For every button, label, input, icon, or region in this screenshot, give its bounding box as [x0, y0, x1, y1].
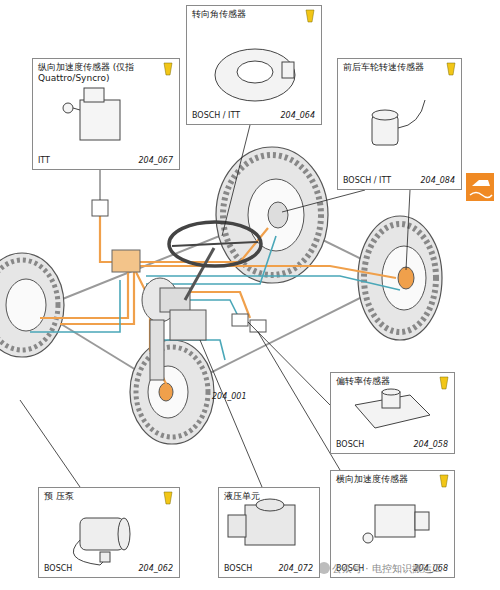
figure-code: 204_067	[138, 156, 173, 166]
teal-wiring	[30, 236, 400, 360]
brake-booster	[142, 278, 206, 380]
sensor-callout-box: 预 压泵 BOSCH 204_062	[38, 487, 180, 578]
long-accel-sensor	[92, 200, 108, 216]
figure-code: 204_001	[212, 392, 247, 401]
sensor-callout-box: 前后车轮转速传感器 BOSCH / ITT 204_084	[337, 58, 462, 190]
wheel	[130, 340, 214, 444]
maker-name: BOSCH / ITT	[343, 176, 391, 186]
steering-wheel	[169, 222, 261, 300]
maker-name: BOSCH	[44, 564, 72, 574]
wheel	[0, 253, 64, 357]
figure-code: 204_058	[413, 440, 448, 450]
maker-name: BOSCH	[336, 440, 364, 450]
maker-name: BOSCH	[224, 564, 252, 574]
sensor-name: 液压单元	[224, 491, 260, 502]
sensor-callout-box: 横向加速度传感器BOSCH204_068	[330, 470, 455, 578]
figure-code: 204_084	[420, 176, 455, 186]
maker-name: ITT	[38, 156, 50, 166]
chassis-frame	[30, 215, 400, 392]
control-unit	[112, 250, 140, 272]
figure-code: 204_064	[280, 111, 315, 121]
sensor-callout-box: 液压单元 BOSCH 204_072	[218, 487, 320, 578]
watermark: 公众号 · 电控知识搬运工	[332, 562, 442, 576]
orange-wiring	[40, 215, 396, 388]
esp-icon	[466, 173, 494, 201]
sensor-name: 前后车轮转速传感器	[343, 62, 424, 73]
sensor-callout-box: 转向角传感器 BOSCH / ITT 204_064	[186, 5, 322, 125]
yaw-sensor	[232, 314, 248, 326]
sensor-name: 横向加速度传感器	[336, 474, 408, 485]
figure-code: 204_072	[278, 564, 313, 574]
sensor-name: 预 压泵	[44, 491, 74, 502]
sensor-name: 转向角传感器	[192, 9, 246, 20]
sensor-name: 偏转率传感器	[336, 376, 390, 387]
maker-name: BOSCH / ITT	[192, 111, 240, 121]
sensor-callout-box: 纵向加速度传感器 (仅指Quattro/Syncro) ITT 204_067	[32, 58, 180, 170]
figure-code: 204_062	[138, 564, 173, 574]
wheel	[358, 216, 442, 340]
sensor-name: 纵向加速度传感器 (仅指Quattro/Syncro)	[38, 62, 138, 84]
sensor-callout-box: 偏转率传感器 BOSCH 204_058	[330, 372, 455, 454]
